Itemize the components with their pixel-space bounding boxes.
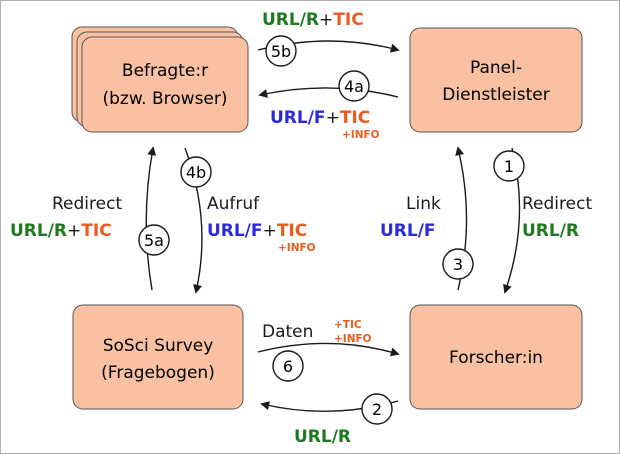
step-6-number: 6	[283, 357, 293, 376]
step-4b-label-text: Aufruf	[207, 194, 260, 214]
step-3-label-text: Link	[406, 194, 441, 214]
step-4a-number: 4a	[344, 77, 364, 96]
step-5b-number: 5b	[271, 42, 291, 61]
panel-box	[409, 27, 583, 133]
step-5b-tic: TIC	[333, 10, 363, 30]
step-3-marker: 3	[442, 248, 474, 280]
panel-line1: Panel-	[470, 58, 522, 78]
step-4a-marker: 4a	[338, 70, 370, 102]
step-5b-label: URL/R+TIC	[262, 10, 364, 30]
step-5b-marker: 5b	[265, 35, 297, 67]
step-3-circle	[442, 248, 474, 280]
step-5a-code: URL/R	[10, 221, 67, 241]
step-4b-code: URL/F	[207, 221, 263, 241]
panel-node: Panel- Dienstleister	[409, 27, 583, 133]
arrow-5a	[145, 146, 157, 291]
step-4b-info: +INFO	[278, 242, 316, 254]
step-5b-code: URL/R	[262, 10, 319, 30]
step-4b-label: URL/F+TIC	[207, 221, 307, 241]
researcher-box	[409, 304, 583, 410]
step-4b-tic: TIC	[277, 221, 307, 241]
soscisurvey-box	[72, 304, 244, 410]
step-3-code: URL/F	[380, 221, 436, 241]
step-4a-info: +INFO	[342, 129, 380, 141]
step-2-circle	[361, 393, 393, 425]
step-4a-plus: +	[326, 108, 340, 128]
step-4b-marker: 4b	[180, 156, 212, 188]
respondent-line2: (bzw. Browser)	[102, 89, 227, 109]
researcher-line1: Forscher:in	[449, 348, 543, 368]
step-1-number: 1	[504, 157, 514, 176]
step-4b-circle	[180, 156, 212, 188]
arrow-4a	[258, 87, 399, 98]
step-4a-circle	[338, 70, 370, 102]
step-5b-circle	[265, 35, 297, 67]
step-4b-number: 4b	[186, 163, 206, 182]
soscisurvey-line2: (Fragebogen)	[101, 363, 215, 383]
step-2-marker: 2	[361, 393, 393, 425]
soscisurvey-line1: SoSci Survey	[103, 336, 214, 356]
step-5a-number: 5a	[144, 231, 164, 250]
step-6-label-text: Daten	[262, 322, 313, 342]
step-5a-circle	[138, 224, 170, 256]
step-5a-marker: 5a	[138, 224, 170, 256]
step-4b-plus: +	[263, 221, 277, 241]
step-1-marker: 1	[493, 150, 525, 182]
step-1-label-text: Redirect	[522, 194, 592, 214]
step-6-info: +INFO	[334, 333, 372, 345]
step-6-circle	[272, 350, 304, 382]
step-5a-tic: TIC	[81, 221, 111, 241]
respondent-node: Befragte:r (bzw. Browser)	[71, 26, 249, 133]
respondent-box	[81, 36, 249, 133]
panel-line2: Dienstleister	[442, 85, 549, 105]
step-5b-plus: +	[319, 10, 333, 30]
step-4a-label: URL/F+TIC	[270, 108, 370, 128]
step-4a-tic: TIC	[340, 108, 370, 128]
step-2-number: 2	[372, 400, 382, 419]
step-6-tic: +TIC	[334, 319, 362, 331]
arrow-6	[257, 342, 400, 357]
researcher-node: Forscher:in	[409, 304, 583, 410]
step-6-marker: 6	[272, 350, 304, 382]
step-5a-plus: +	[67, 221, 81, 241]
step-5a-label: URL/R+TIC	[10, 221, 112, 241]
respondent-line1: Befragte:r	[122, 61, 208, 81]
step-2-code: URL/R	[294, 427, 351, 447]
step-1-circle	[493, 150, 525, 182]
step-3-number: 3	[453, 255, 463, 274]
step-1-code: URL/R	[522, 221, 579, 241]
soscisurvey-node: SoSci Survey (Fragebogen)	[72, 304, 244, 410]
step-4a-code: URL/F	[270, 108, 326, 128]
step-5a-label-text: Redirect	[52, 194, 122, 214]
